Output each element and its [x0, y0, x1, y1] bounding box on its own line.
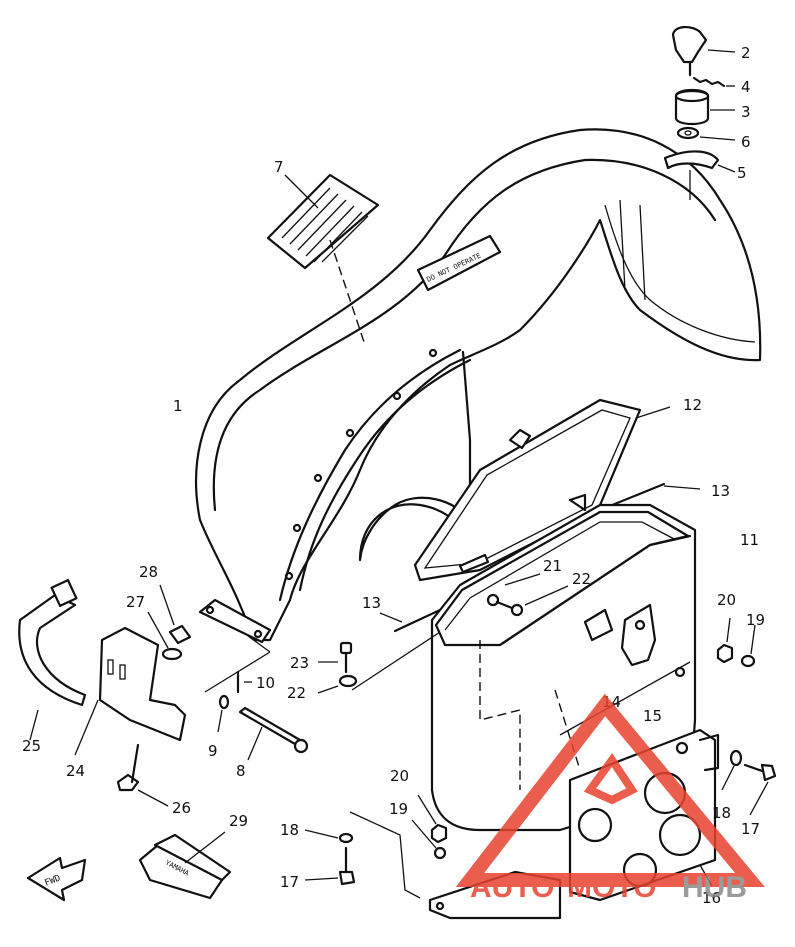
- part-20-nut-lower: [417, 794, 448, 844]
- part-27-washer: [147, 611, 183, 661]
- part-21-bolt: [486, 573, 541, 610]
- part-8-shaft: [238, 706, 309, 761]
- callout-20-lower: 20: [390, 767, 409, 785]
- part-26-bolt: [116, 743, 169, 807]
- callout-29: 29: [229, 812, 248, 830]
- callout-20-upper: 20: [717, 591, 736, 609]
- callout-1: 1: [173, 397, 183, 415]
- part-18-washer-right: [721, 749, 743, 791]
- callout-6: 6: [741, 133, 751, 151]
- part-19-washer-upper: [740, 624, 756, 668]
- part-24-bracket: [74, 626, 187, 756]
- watermark-text-hub: HUB: [682, 871, 747, 904]
- part-6-washer: [676, 126, 736, 141]
- watermark-logo: AUTO MOTO HUB: [455, 693, 765, 904]
- part-19-washer-lower: [411, 819, 447, 860]
- fwd-arrow: FWD: [26, 856, 87, 902]
- part-13-hinge-pin-lower: [379, 608, 442, 633]
- part-17-bolt-left: [304, 846, 356, 886]
- part-12-lid: [413, 398, 671, 582]
- callout-18-left: 18: [280, 821, 299, 839]
- part-29-tool-bag: YAMAHA: [138, 831, 232, 900]
- callout-22-upper: 22: [572, 570, 591, 588]
- callout-12: 12: [683, 396, 702, 414]
- part-7-label-plate: [266, 173, 380, 346]
- part-18-washer-left: [304, 829, 354, 844]
- callout-26: 26: [172, 799, 191, 817]
- part-2-key: [671, 26, 736, 77]
- callout-13-upper: 13: [711, 482, 730, 500]
- callout-24: 24: [66, 762, 85, 780]
- part-4-spring: [692, 76, 735, 88]
- callout-17-left: 17: [280, 873, 299, 891]
- callout-15: 15: [643, 707, 662, 725]
- part-11-box-body: [430, 503, 697, 832]
- callout-25: 25: [22, 737, 41, 755]
- callout-16: 16: [702, 889, 721, 907]
- callout-labels: 1 2 3 4 5 6 7 8 9 10 11 12 13 13 14 15 1…: [22, 44, 765, 907]
- callout-8: 8: [236, 762, 246, 780]
- callout-10: 10: [256, 674, 275, 692]
- callout-17-right: 17: [741, 820, 760, 838]
- watermark-text-auto: AUTO: [470, 871, 554, 904]
- callout-18-right: 18: [712, 804, 731, 822]
- callout-2: 2: [741, 44, 751, 62]
- callout-22-lower: 22: [287, 684, 306, 702]
- callout-21: 21: [543, 557, 562, 575]
- part-25-strap: [18, 579, 87, 741]
- callout-4: 4: [741, 78, 751, 96]
- callout-7: 7: [274, 158, 284, 176]
- part-23-bolt: [318, 641, 353, 674]
- callout-13-lower: 13: [362, 594, 381, 612]
- part-10-pin: [236, 670, 252, 694]
- part-9-washer: [217, 694, 230, 733]
- part-28-clip: [159, 584, 192, 645]
- part-22-washer-upper: [510, 585, 569, 617]
- callout-28: 28: [139, 563, 158, 581]
- callout-19-lower: 19: [389, 800, 408, 818]
- watermark-triangle: [455, 693, 765, 887]
- part-22-washer-lower: [317, 631, 441, 694]
- watermark-inner-mark: [583, 753, 638, 805]
- callout-23: 23: [290, 654, 309, 672]
- callout-19-upper: 19: [746, 611, 765, 629]
- part-20-nut-upper: [716, 617, 734, 664]
- callout-3: 3: [741, 103, 751, 121]
- part-5-plate: [663, 150, 736, 173]
- part-1-guard-housing: DO NOT OPERATE: [195, 128, 762, 644]
- callout-11: 11: [740, 531, 759, 549]
- part-3-cylinder: [674, 88, 735, 126]
- callout-9: 9: [208, 742, 218, 760]
- callout-27: 27: [126, 593, 145, 611]
- part-17-bolt-right: [743, 763, 777, 816]
- watermark-text-moto: MOTO: [567, 871, 656, 904]
- callout-5: 5: [737, 164, 747, 182]
